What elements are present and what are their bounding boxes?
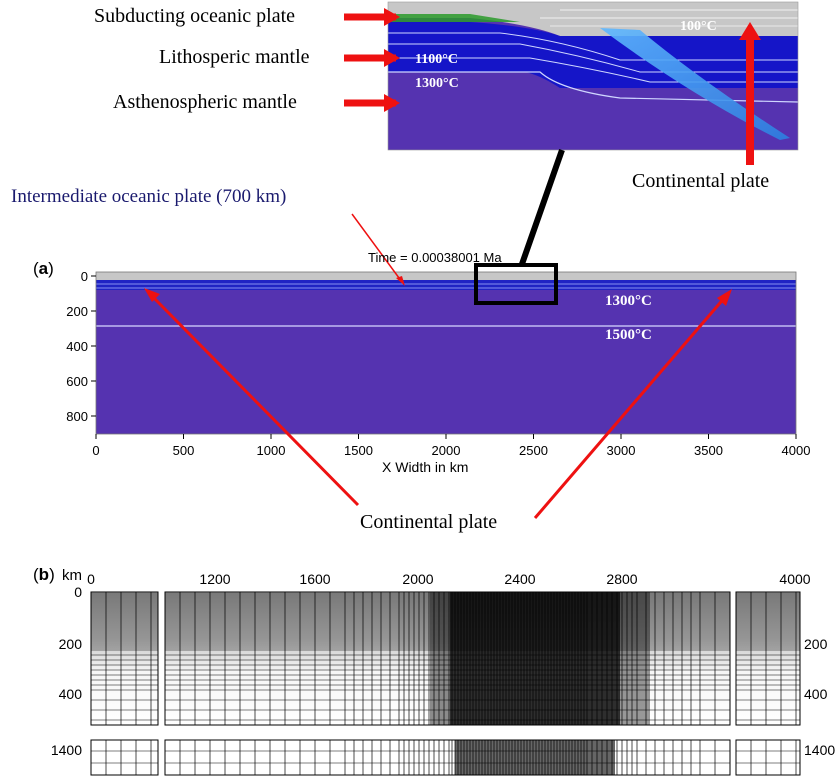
left-tick-label: 400 [59,686,83,702]
left-tick-label: 1400 [51,742,82,758]
label-continental-plate-a: Continental plate [360,511,498,533]
y-tick-label: 600 [66,374,88,389]
panel-a-xlabel: X Width in km [382,459,469,475]
panel-b-letter-text: b [38,565,50,584]
top-tick-label: 2800 [606,571,637,587]
temp-100: 100°C [680,19,717,34]
panel-b-unit: km [62,567,82,584]
arrow-continental-right [533,295,728,519]
panel-a-letter-text: a [38,259,49,278]
x-tick-label: 0 [92,443,99,458]
panel-a-y-axis: 0 200 400 600 800 [66,269,96,424]
panel-a-plot [95,263,797,435]
panel-b-axes: 0 1200 1600 2000 2400 2800 4000 0 200 400 1400 200 4… [51,571,836,758]
label-intermediate-plate: Intermediate oceanic plate (700 km) [11,186,287,207]
x-tick-label: 1500 [344,443,373,458]
x-tick-label: 500 [173,443,195,458]
left-tick-label: 200 [59,636,83,652]
subducting-slab [600,28,790,140]
panel-b-grid [90,591,801,776]
panel-a-time: Time = 0.00038001 Ma [368,250,502,265]
x-tick-label: 4000 [782,443,811,458]
x-tick-label: 2000 [432,443,461,458]
y-tick-label: 0 [81,269,88,284]
x-tick-label: 3500 [694,443,723,458]
zoom-connector-line [519,149,565,265]
zoom-inset [387,1,799,151]
panel-b-letter: (b) [33,565,55,584]
temp-1100: 1100°C [415,52,458,67]
panel-a-letter: (a) [33,259,54,278]
temp-1500-a: 1500°C [605,327,652,343]
oceanic-crust [392,14,520,22]
panel-a-x-axis: 0 500 1000 1500 2000 2500 3000 3500 4000 [92,434,810,458]
x-tick-label: 3000 [607,443,636,458]
arrow-intermediate [351,213,403,283]
top-tick-label: 0 [87,571,95,587]
inset-arrows [344,8,761,165]
left-tick-label: 0 [74,584,82,600]
y-tick-label: 200 [66,304,88,319]
right-tick-label: 200 [804,636,828,652]
right-tick-label: 1400 [804,742,835,758]
top-tick-label: 2000 [402,571,433,587]
label-subducting-plate: Subducting oceanic plate [94,5,296,27]
top-tick-label: 2400 [504,571,535,587]
label-lithospheric-mantle: Lithosperic mantle [159,46,310,68]
y-tick-label: 400 [66,339,88,354]
right-tick-label: 400 [804,686,828,702]
temp-1300-inset: 1300°C [415,76,459,91]
panel-a-arrows [144,213,732,519]
x-tick-label: 1000 [257,443,286,458]
label-asthenospheric-mantle: Asthenospheric mantle [113,91,297,113]
top-tick-label: 1200 [199,571,230,587]
temp-1300-a: 1300°C [605,293,652,309]
label-continental-plate-inset: Continental plate [632,170,770,192]
zoom-box [474,263,558,305]
x-tick-label: 2500 [519,443,548,458]
arrow-continental-left [148,292,360,507]
top-tick-label: 1600 [299,571,330,587]
y-tick-label: 800 [66,409,88,424]
top-tick-label: 4000 [779,571,810,587]
